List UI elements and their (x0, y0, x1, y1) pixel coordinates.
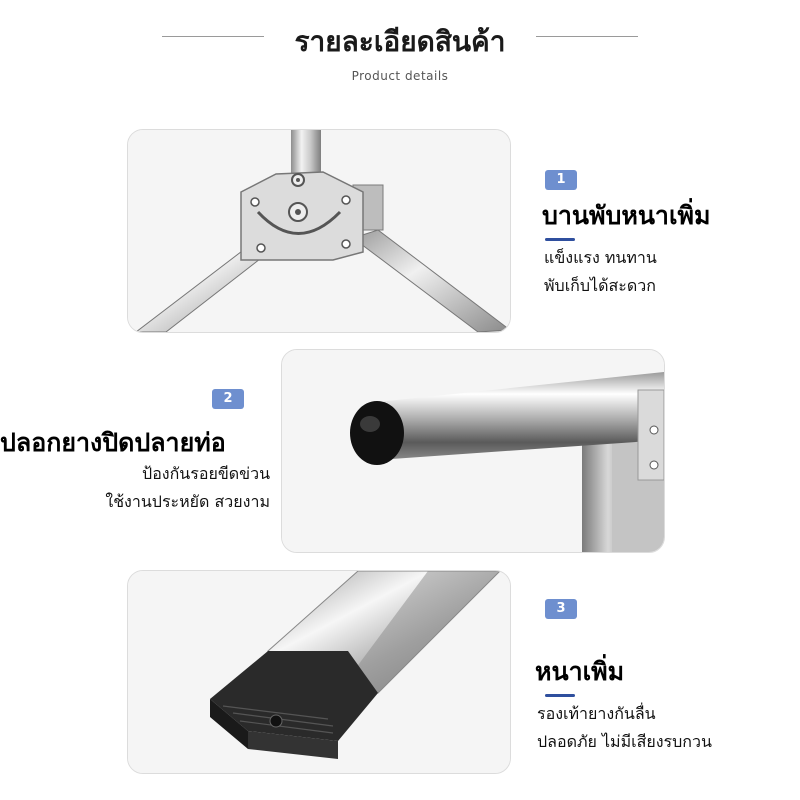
end-cap-illustration (282, 350, 664, 552)
feature-1-desc-line-1: แข็งแรง ทนทาน (544, 248, 657, 267)
header-divider-left (162, 36, 264, 37)
feature-1-desc-line-2: พับเก็บได้สะดวก (544, 276, 656, 295)
hinge-image (127, 129, 511, 333)
page-subtitle: Product details (351, 69, 449, 83)
feature-1-title: บานพับหนาเพิ่ม (542, 201, 711, 230)
header: รายละเอียดสินค้า Product details (0, 0, 800, 100)
feature-3-title: หนาเพิ่ม (535, 657, 625, 686)
end-cap-image (281, 349, 665, 553)
header-divider-right (536, 36, 638, 37)
feature-2-title: ปลอกยางปิดปลายท่อ (0, 428, 226, 457)
feature-1-number-badge: 1 (545, 170, 577, 190)
hinge-illustration (128, 130, 510, 332)
feature-3-desc-line-1: รองเท้ายางกันลื่น (537, 704, 656, 723)
foot-pad-image (127, 570, 511, 774)
page-title: รายละเอียดสินค้า (294, 25, 506, 58)
feature-2-desc-line-1: ป้องกันรอยขีดข่วน (142, 464, 270, 483)
feature-1-accent-bar (545, 238, 575, 241)
feature-2-number-badge: 2 (212, 389, 244, 409)
feature-3-number-badge: 3 (545, 599, 577, 619)
feature-3-accent-bar (545, 694, 575, 697)
foot-pad-illustration (128, 571, 510, 773)
feature-3-desc-line-2: ปลอดภัย ไม่มีเสียงรบกวน (537, 732, 712, 751)
feature-2-desc-line-2: ใช้งานประหยัด สวยงาม (105, 492, 270, 511)
